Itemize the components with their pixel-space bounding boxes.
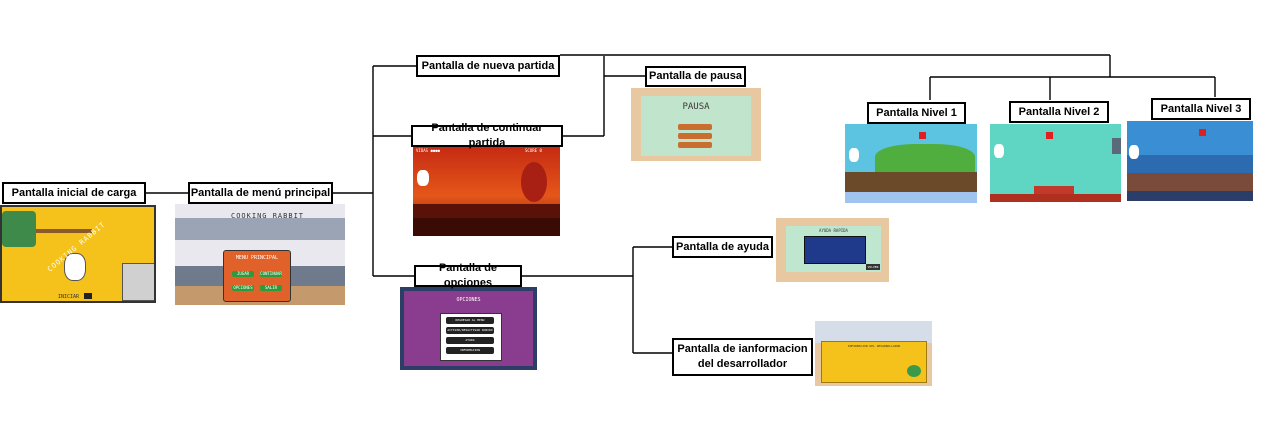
node-pantalla-pausa: Pantalla de pausa	[645, 66, 746, 87]
stove	[122, 263, 154, 301]
play-button[interactable]: JUGAR	[232, 271, 254, 277]
node-pantalla-informacion-desarrollador: Pantalla de ianformacion del desarrollad…	[672, 338, 813, 376]
level3-thumbnail	[1127, 121, 1253, 201]
floor	[1127, 191, 1253, 201]
node-label: Pantalla inicial de carga	[11, 186, 137, 199]
info-title: INFORMACION DEL DESARROLLADOR	[847, 344, 901, 348]
continue-game-thumbnail: VIDAS ●●●● SCORE 0	[413, 146, 560, 236]
node-label: Pantalla de continuar partida	[431, 122, 543, 149]
menu-panel: MENU PRINCIPAL JUGAR CONTINUAR OPCIONES …	[223, 250, 291, 302]
node-label: Pantalla Nivel 3	[1160, 102, 1242, 115]
pause-panel: PAUSA	[641, 96, 751, 156]
node-label: Pantalla de pausa	[649, 70, 742, 83]
level2-thumbnail	[990, 124, 1121, 202]
shelf	[36, 229, 92, 233]
node-label: Pantalla de ayuda	[676, 240, 769, 253]
mountains	[1127, 155, 1253, 173]
rabbit-chef-icon	[64, 253, 86, 281]
game-logo: COOKING RABBIT	[231, 212, 305, 220]
pause-screen-thumbnail: PAUSA	[631, 88, 761, 161]
plant-decoration	[907, 365, 921, 377]
options-title: OPCIONES	[456, 297, 481, 303]
help-list	[804, 236, 866, 264]
node-label: Pantalla de menú principal	[190, 186, 331, 199]
ground	[413, 204, 560, 218]
red-block	[919, 132, 926, 139]
rabbit-player-icon	[417, 170, 429, 186]
node-pantalla-nivel-3: Pantalla Nivel 3	[1151, 98, 1251, 120]
node-label: Pantalla Nivel 2	[1018, 105, 1100, 118]
node-pantalla-nivel-1: Pantalla Nivel 1	[867, 102, 966, 124]
pause-title: PAUSA	[682, 102, 710, 112]
node-pantalla-nivel-2: Pantalla Nivel 2	[1009, 101, 1109, 123]
level1-thumbnail	[845, 124, 977, 203]
resume-button[interactable]	[678, 124, 712, 130]
brick-platform	[1034, 186, 1074, 194]
rabbit-player-icon	[994, 144, 1004, 158]
node-pantalla-menu-principal: Pantalla de menú principal	[188, 182, 333, 204]
play-icon[interactable]	[84, 293, 92, 299]
options-screen-thumbnail: OPCIONES REGRESAR AL MENU ACTIVAR/DESACT…	[400, 287, 537, 370]
quit-button[interactable]	[678, 142, 712, 148]
node-label-line1: Pantalla de ianformacion	[677, 343, 808, 356]
back-to-menu-button[interactable]: REGRESAR AL MENU	[446, 317, 494, 324]
loading-screen-thumbnail: COOKING RABBIT INICIAR	[0, 205, 156, 303]
hills	[875, 144, 975, 176]
node-pantalla-inicial-carga: Pantalla inicial de carga	[2, 182, 146, 204]
pipe	[1112, 138, 1121, 154]
lava	[413, 218, 560, 236]
node-pantalla-continuar-partida: Pantalla de continuar partida	[411, 122, 563, 149]
help-button[interactable]: AYUDA	[446, 337, 494, 344]
continue-button[interactable]: CONTINUAR	[260, 271, 282, 277]
main-menu-thumbnail: COOKING RABBIT MENU PRINCIPAL JUGAR CONT…	[175, 204, 345, 305]
cabinets	[175, 218, 345, 240]
rabbit-player-icon	[1129, 145, 1139, 159]
help-screen-thumbnail: AYUDA RAPIDA VOLVER	[776, 218, 889, 282]
node-label: Pantalla de nueva partida	[421, 59, 555, 72]
node-pantalla-opciones: Pantalla de opciones	[414, 262, 522, 289]
kitchen-shelf	[815, 321, 932, 343]
node-label-line2: del desarrollador	[697, 358, 788, 370]
sound-toggle-button[interactable]: ACTIVAR/DESACTIVAR SONIDO	[446, 327, 494, 334]
water	[845, 192, 977, 203]
red-block	[1199, 129, 1206, 136]
ground	[845, 172, 977, 192]
rabbit-player-icon	[849, 148, 859, 162]
node-label: Pantalla Nivel 1	[876, 106, 957, 119]
start-label[interactable]: INICIAR	[58, 294, 80, 300]
menu-title: MENU PRINCIPAL	[235, 255, 279, 261]
exit-button[interactable]: SALIR	[260, 285, 282, 291]
hud-score: SCORE 0	[525, 148, 542, 153]
ground	[1127, 173, 1253, 191]
restart-button[interactable]	[678, 133, 712, 139]
help-panel: AYUDA RAPIDA VOLVER	[786, 226, 881, 272]
back-button[interactable]: VOLVER	[866, 264, 880, 270]
ground	[990, 194, 1121, 202]
window-decoration	[2, 211, 36, 247]
node-label: Pantalla de opciones	[438, 262, 498, 289]
planet	[521, 162, 547, 202]
help-title: AYUDA RAPIDA	[819, 228, 848, 233]
node-pantalla-ayuda: Pantalla de ayuda	[672, 236, 773, 258]
developer-info-thumbnail: INFORMACION DEL DESARROLLADOR	[815, 321, 932, 386]
red-block	[1046, 132, 1053, 139]
node-pantalla-nueva-partida: Pantalla de nueva partida	[416, 55, 560, 77]
hud-lives: VIDAS ●●●●	[416, 148, 441, 153]
info-button[interactable]: INFORMACION	[446, 347, 494, 354]
options-button[interactable]: OPCIONES	[232, 285, 254, 291]
